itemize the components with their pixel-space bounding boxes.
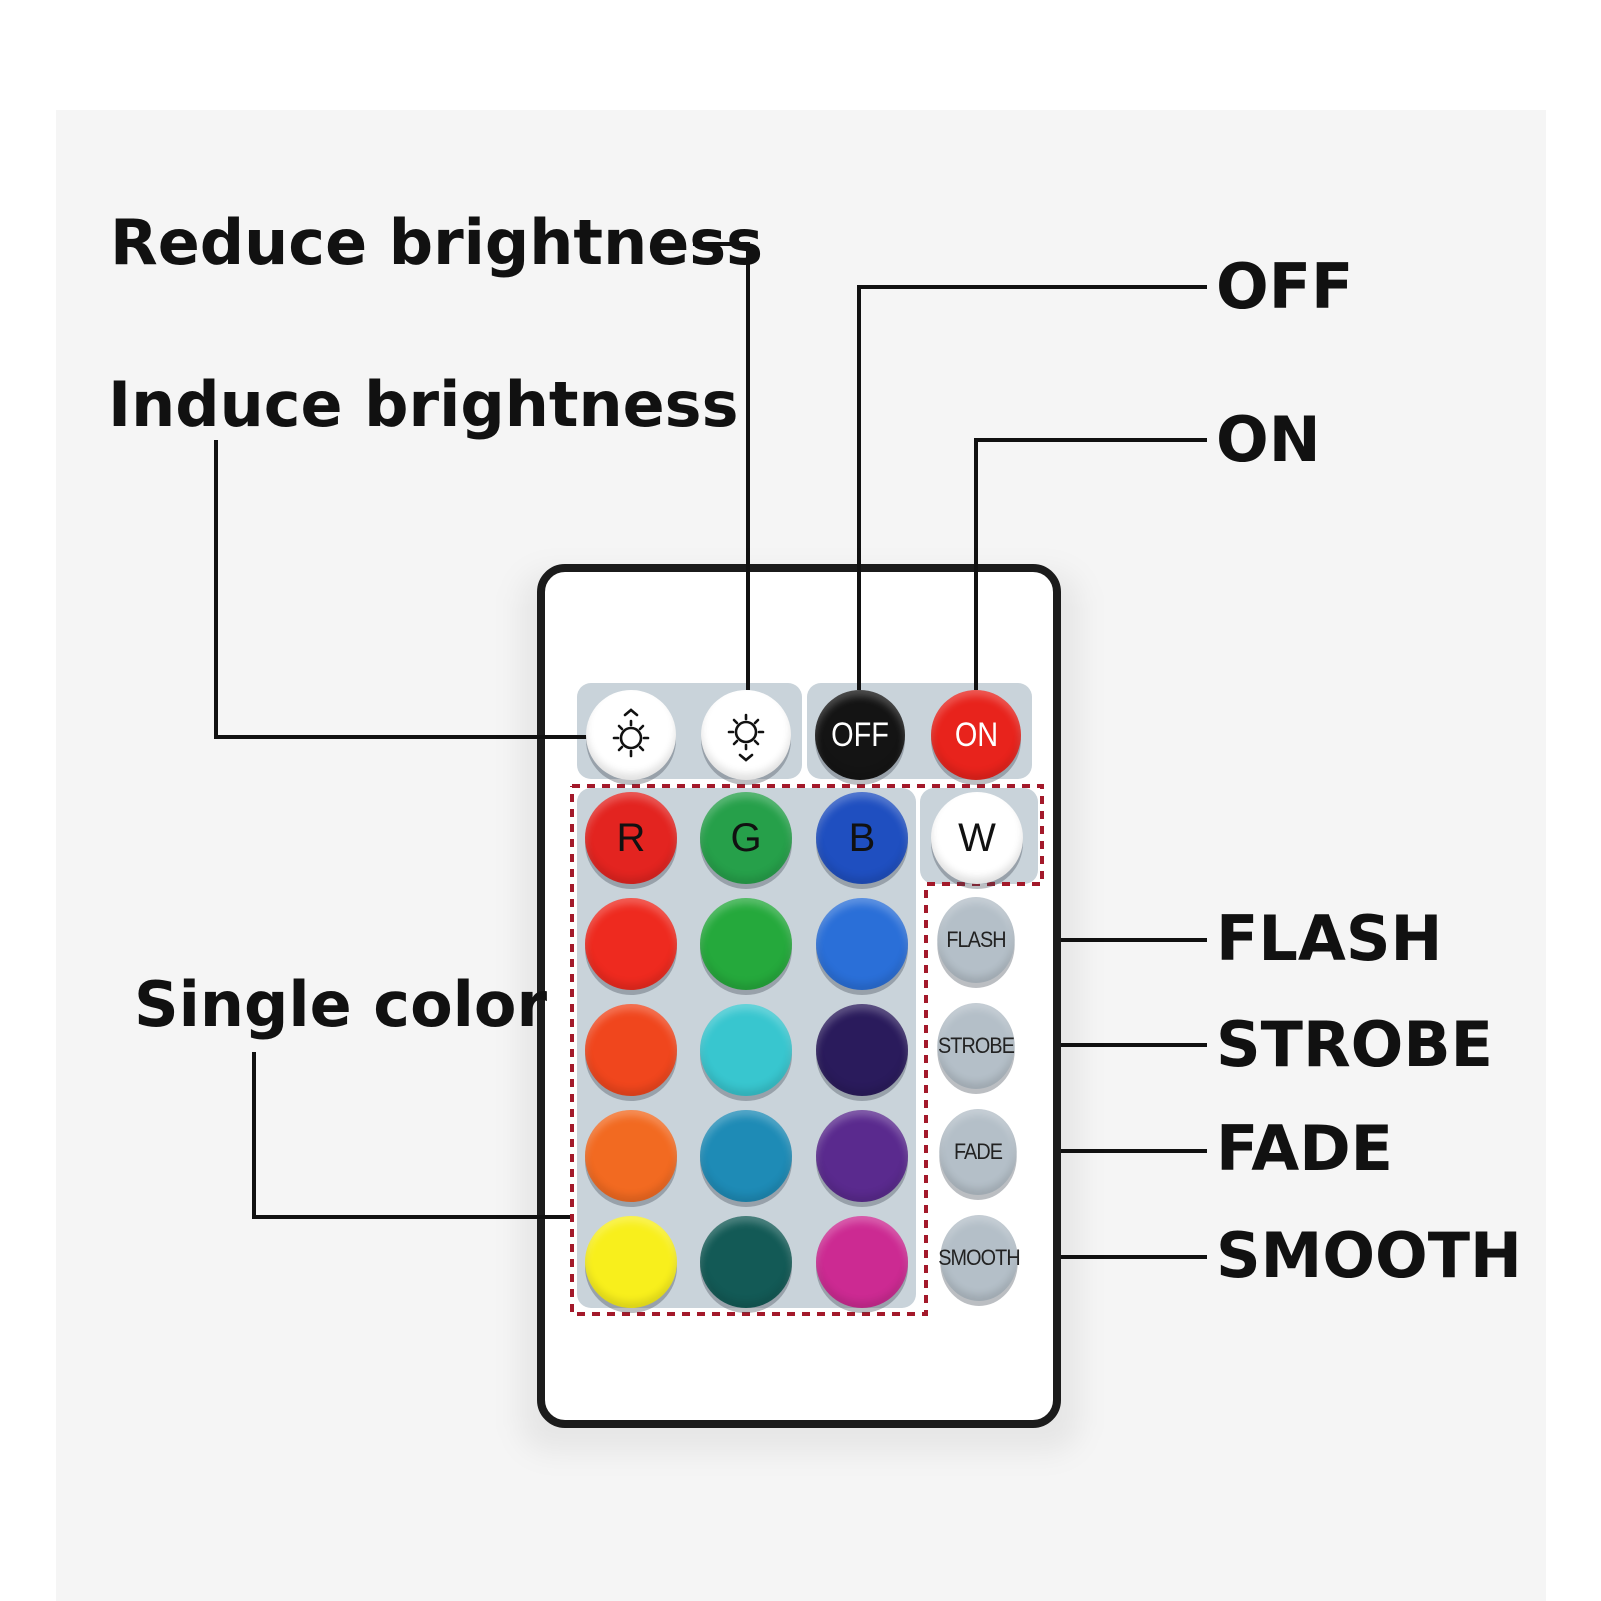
label-off: OFF (1216, 250, 1354, 323)
color-button-r4-c3[interactable] (816, 1216, 908, 1308)
blue-button[interactable]: B (816, 792, 908, 884)
label-on: ON (1216, 403, 1321, 476)
white-button-label: W (958, 815, 996, 860)
color-button-r3-c3[interactable] (816, 1110, 908, 1202)
leader-single-color (252, 1052, 572, 1219)
smooth-button-label: SMOOTH (938, 1245, 1020, 1270)
fade-button-label: FADE (953, 1139, 1003, 1164)
reduce-brightness-button[interactable] (701, 690, 791, 780)
color-button-r1-c3[interactable] (816, 898, 908, 990)
color-button-r1-c2[interactable] (700, 898, 792, 990)
red-button[interactable]: R (585, 792, 677, 884)
color-button-r2-c3[interactable] (816, 1004, 908, 1096)
brightness-down-icon (727, 713, 765, 762)
blue-button-label: B (848, 815, 876, 860)
green-button[interactable]: G (700, 792, 792, 884)
brightness-up-icon (612, 708, 650, 758)
green-button-label: G (730, 815, 762, 860)
label-smooth: SMOOTH (1216, 1219, 1522, 1292)
label-flash: FLASH (1216, 902, 1443, 975)
label-induce-brightness: Induce brightness (108, 368, 739, 441)
induce-brightness-button[interactable] (586, 690, 676, 780)
strobe-button-label: STROBE (937, 1033, 1015, 1058)
label-reduce-brightness: Reduce brightness (110, 206, 764, 279)
color-button-r2-c1[interactable] (585, 1004, 677, 1096)
smooth-button[interactable]: SMOOTH (938, 1215, 1021, 1301)
on-button[interactable]: ON (931, 690, 1021, 780)
color-button-r3-c1[interactable] (585, 1110, 677, 1202)
label-fade: FADE (1216, 1112, 1394, 1185)
off-button-label: OFF (831, 715, 889, 754)
leader-reduce-brightness (693, 242, 750, 690)
fade-button[interactable]: FADE (939, 1109, 1017, 1195)
color-button-r1-c1[interactable] (585, 898, 677, 990)
color-button-r2-c2[interactable] (700, 1004, 792, 1096)
color-button-r4-c1[interactable] (585, 1216, 677, 1308)
color-button-r3-c2[interactable] (700, 1110, 792, 1202)
flash-button[interactable]: FLASH (937, 897, 1015, 983)
label-single-color: Single color (134, 968, 548, 1041)
color-button-r4-c2[interactable] (700, 1216, 792, 1308)
red-button-label: R (616, 815, 646, 860)
strobe-button[interactable]: STROBE (937, 1003, 1015, 1089)
label-strobe: STROBE (1216, 1008, 1494, 1081)
leader-induce-brightness (214, 440, 592, 739)
off-button[interactable]: OFF (815, 690, 905, 780)
on-button-label: ON (954, 715, 998, 754)
white-button[interactable]: W (931, 792, 1023, 884)
flash-button-label: FLASH (946, 927, 1006, 952)
leader-off (857, 285, 1207, 690)
